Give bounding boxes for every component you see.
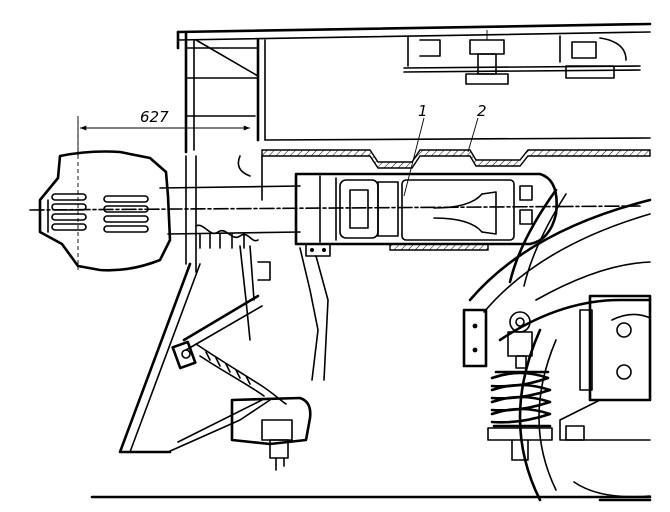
callout-2: 2 xyxy=(467,102,487,153)
bogie-side-frame xyxy=(468,188,652,342)
callout-1-label: 1 xyxy=(418,102,428,120)
brake-linkage xyxy=(171,294,287,405)
dimension-label: 627 xyxy=(140,108,169,126)
suspension-hanger xyxy=(118,155,329,454)
spring-pedestal xyxy=(462,308,533,369)
top-bolt-assembly xyxy=(465,30,615,85)
callout-2-label: 2 xyxy=(477,102,487,120)
draft-gear-housing xyxy=(294,172,558,257)
car-body-frame xyxy=(176,22,652,154)
coupler-head xyxy=(38,120,172,272)
bolster-beam xyxy=(237,149,651,201)
side-bearer xyxy=(230,396,312,471)
axle-box xyxy=(559,294,652,441)
dimension-627: 627 xyxy=(77,108,250,156)
coil-spring xyxy=(487,370,553,461)
callout-1: 1 xyxy=(403,102,428,197)
coupler-shank xyxy=(29,185,641,249)
wheel xyxy=(518,328,652,502)
